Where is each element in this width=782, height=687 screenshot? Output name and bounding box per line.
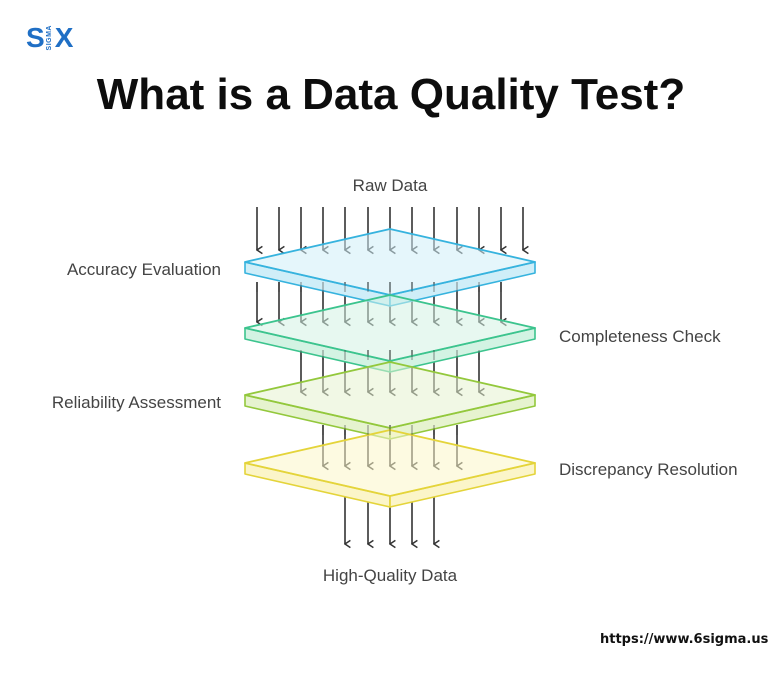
- layer-top-face: [244, 429, 536, 497]
- layer-top-face: [244, 361, 536, 429]
- layer-top-face: [244, 228, 536, 296]
- filter-layer-4: [244, 429, 536, 508]
- stage-label-accuracy-evaluation: Accuracy Evaluation: [67, 260, 221, 279]
- stage-label-discrepancy-resolution: Discrepancy Resolution: [559, 460, 738, 479]
- filter-layer-2: [244, 294, 536, 373]
- filter-layer-1: [244, 228, 536, 307]
- stage-label-completeness-check: Completeness Check: [559, 327, 721, 346]
- input-label: Raw Data: [353, 176, 428, 195]
- brand-logo: S SIGMA X: [26, 24, 73, 52]
- logo-letter-s: S: [26, 22, 45, 53]
- filter-layers: [244, 228, 536, 508]
- layer-top-face: [244, 294, 536, 362]
- filter-layer-3: [244, 361, 536, 440]
- logo-letter-x: X: [54, 22, 74, 53]
- output-label: High-Quality Data: [323, 566, 458, 585]
- page-title: What is a Data Quality Test?: [96, 70, 686, 119]
- stage-label-reliability-assessment: Reliability Assessment: [52, 393, 221, 412]
- footer-url: https://www.6sigma.us: [600, 632, 769, 647]
